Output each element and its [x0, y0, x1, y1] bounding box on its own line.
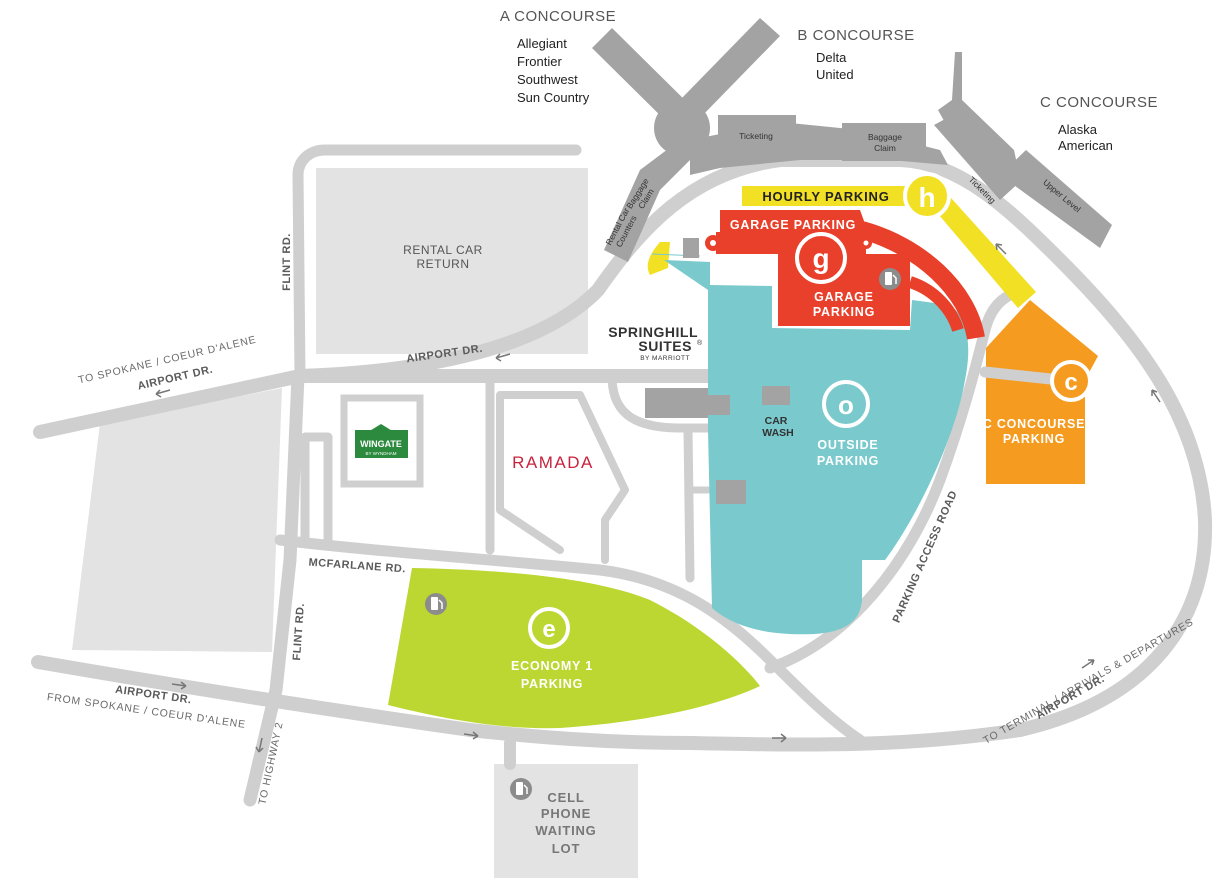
concourse-b-title: B CONCOURSE	[797, 27, 914, 44]
cell-lot-label-1: CELL	[547, 790, 584, 805]
economy-parking-letter: e	[542, 616, 555, 643]
cell-lot-label-4: LOT	[552, 841, 580, 856]
garage-parking-letter: g	[812, 243, 829, 274]
concourse-a-title: A CONCOURSE	[500, 8, 616, 25]
concourse-b-airline-2: United	[816, 67, 854, 82]
hourly-parking-label: HOURLY PARKING	[762, 189, 889, 204]
concourse-a-airline-3: Southwest	[517, 72, 578, 87]
to-terminal-label: TO TERMINAL / ARRIVALS & DEPARTURES	[981, 616, 1196, 747]
garage-ramp-outer[interactable]	[859, 221, 985, 340]
c-concourse-parking-label-2: PARKING	[1003, 432, 1065, 446]
rental-return-label-1: RENTAL CAR	[403, 243, 483, 257]
springhill-mark: ®	[697, 339, 703, 347]
garage-top-label: GARAGE PARKING	[730, 218, 856, 232]
arrow-icon-5	[772, 733, 787, 743]
terminal-building	[592, 18, 1112, 262]
wingate-logo-roof	[368, 424, 394, 432]
garage-label-1: GARAGE	[814, 290, 874, 304]
arrow-icon-6	[1081, 659, 1095, 669]
garage-right-dot	[863, 240, 869, 246]
c-concourse-entry-road	[984, 366, 1061, 386]
springhill-line2: SUITES	[638, 338, 692, 354]
ramada-logo: RAMADA	[512, 453, 594, 472]
concourse-a-airline-1: Allegiant	[517, 36, 567, 51]
outside-parking-label-2: PARKING	[817, 454, 879, 468]
hourly-parking-corner[interactable]	[647, 242, 670, 275]
west-gray-lot	[72, 388, 282, 652]
springhill-building	[645, 388, 730, 418]
garage-top-header[interactable]	[720, 210, 868, 232]
arrow-icon-7	[1151, 389, 1161, 403]
concourse-c-airline-1: Alaska	[1058, 122, 1098, 137]
c-concourse-parking-badge	[1050, 360, 1092, 402]
outside-parking-lot[interactable]	[664, 260, 969, 635]
garage-left-dot	[710, 240, 716, 246]
outside-parking-label-1: OUTSIDE	[817, 438, 878, 452]
springhill-line1: SPRINGHILL	[608, 324, 698, 340]
ticketing-label: Ticketing	[739, 131, 773, 141]
c-concourse-parking-letter: c	[1064, 369, 1077, 396]
rental-return-label-2: RETURN	[417, 257, 470, 271]
mcfarlane-rd-label: MCFARLANE RD.	[308, 557, 406, 576]
hourly-parking-strip[interactable]	[922, 188, 1036, 308]
garage-parking-badge	[795, 232, 847, 284]
car-wash-label-2: WASH	[762, 427, 794, 439]
baggage-claim-label-2: Claim	[874, 143, 896, 153]
arrow-icon-1	[495, 353, 511, 362]
garage-ramp-inner[interactable]	[907, 276, 964, 332]
economy-parking-label-2: PARKING	[521, 677, 583, 691]
outside-parking-badge	[822, 380, 870, 428]
flint-rd-label-top: FLINT RD.	[281, 233, 293, 291]
cell-lot-label-3: WAITING	[535, 823, 596, 838]
arrow-icon-3	[171, 681, 187, 690]
concourse-c-airline-2: American	[1058, 138, 1113, 153]
hourly-parking-badge	[903, 172, 951, 220]
arrow-icon-9	[255, 737, 264, 753]
concourse-a-airline-2: Frontier	[517, 54, 562, 69]
concourse-b-airline-1: Delta	[816, 50, 847, 65]
economy-parking-badge	[528, 607, 570, 649]
economy-parking-lot[interactable]	[388, 568, 760, 729]
economy-parking-label-1: ECONOMY 1	[511, 659, 593, 673]
economy-fuel-icon	[425, 593, 447, 615]
direction-arrows	[155, 243, 1161, 753]
wingate-name: WINGATE	[360, 439, 402, 449]
garage-label-2: PARKING	[813, 305, 875, 319]
concourse-c-title: C CONCOURSE	[1040, 94, 1158, 111]
arrow-icon-4	[463, 731, 479, 740]
cell-lot-fuel-icon	[510, 778, 532, 800]
car-wash-label-1: CAR	[765, 415, 788, 427]
hourly-parking-lot[interactable]	[742, 186, 910, 206]
flint-rd-label-bottom: FLINT RD.	[291, 603, 307, 661]
car-wash-building	[762, 386, 790, 405]
outside-parking-letter: o	[838, 390, 854, 420]
c-concourse-parking-lot[interactable]	[986, 300, 1098, 484]
road-network	[31, 144, 1213, 807]
hourly-parking-letter: h	[918, 182, 935, 213]
springhill-suites-logo: SPRINGHILL SUITES ® BY MARRIOTT	[608, 324, 703, 362]
arrow-icon-2	[155, 389, 171, 398]
springhill-sub: BY MARRIOTT	[640, 355, 690, 362]
garage-stair-block	[683, 238, 699, 258]
arrow-icon-8	[995, 243, 1007, 255]
outside-lot-booth	[716, 480, 746, 504]
wingate-logo	[355, 430, 408, 458]
cell-lot-label-2: PHONE	[541, 806, 591, 821]
garage-fuel-icon	[879, 268, 901, 290]
wingate-sub: BY WYNDHAM	[366, 451, 397, 456]
c-concourse-parking-label-1: C CONCOURSE	[983, 417, 1086, 431]
baggage-claim-label-1: Baggage	[868, 132, 902, 142]
concourse-a-airline-4: Sun Country	[517, 90, 590, 105]
